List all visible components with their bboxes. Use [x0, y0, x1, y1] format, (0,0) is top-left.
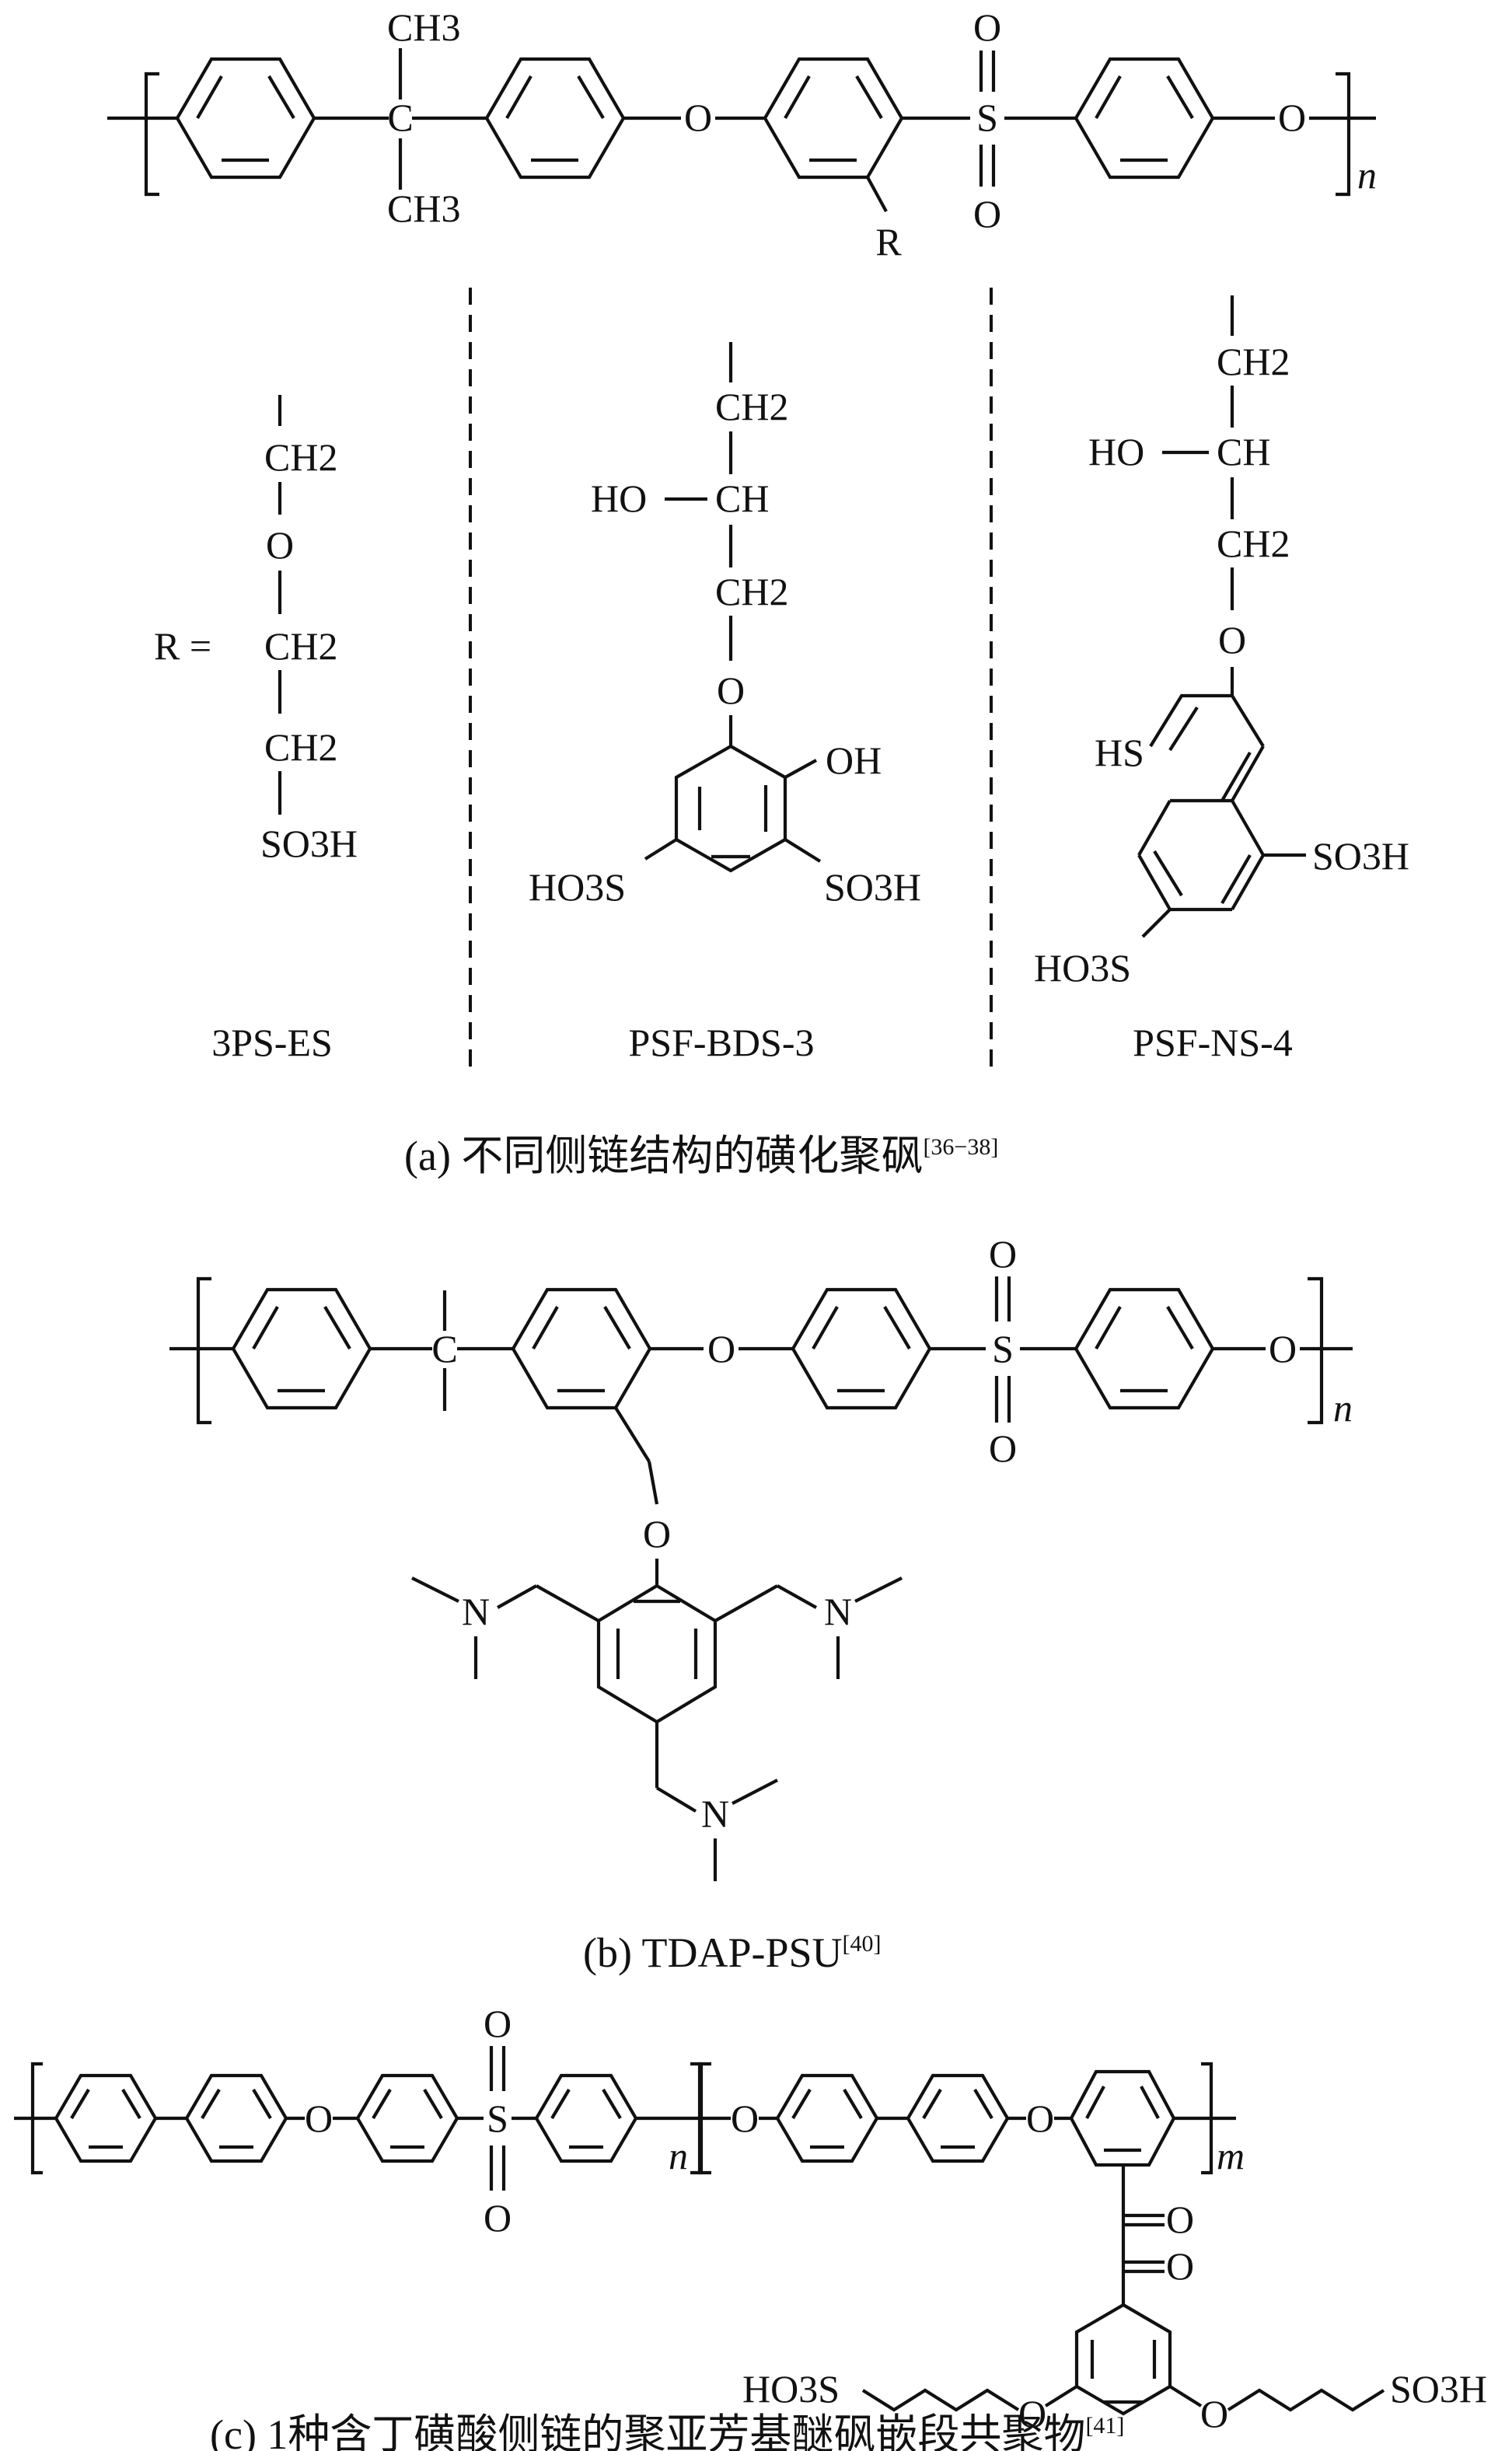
- b-benzyl-oxygen: O: [643, 1512, 671, 1555]
- sulfonyl-oxygen-top: O: [973, 5, 1001, 49]
- chain-ch2-2: CH2: [264, 624, 337, 668]
- isopropylidene-carbon: C: [387, 96, 413, 139]
- bds-hydroxyl: HO: [591, 477, 647, 520]
- caption-b: (b) TDAP-PSU[40]: [583, 1929, 882, 1976]
- c-sulfonyl-oxygen-top: O: [484, 2002, 512, 2045]
- side-chain-3ps-es: R = CH2 O CH2 CH2 SO3H 3PS-ES: [154, 395, 358, 1064]
- label-psf-ns-4: PSF-NS-4: [1133, 1021, 1293, 1064]
- ns-sulfonate-right: SO3H: [1312, 834, 1409, 878]
- chain-ch2-1: CH2: [264, 435, 337, 479]
- bds-sulfonate-right: SO3H: [824, 865, 921, 909]
- bds-phenol-oh: OH: [826, 738, 882, 782]
- c-sulfonyl-sulfur: S: [487, 2097, 508, 2140]
- ns-thiol: HS: [1095, 731, 1144, 774]
- r-equals-label: R =: [154, 624, 211, 668]
- caption-a: (a) 不同侧链结构的磺化聚砜[36−38]: [404, 1133, 998, 1179]
- c-sulfonyl-oxygen-bottom: O: [484, 2196, 512, 2240]
- bds-ch2-top: CH2: [715, 385, 788, 428]
- b-amine-left: N: [462, 1590, 490, 1633]
- c-ketone-oxygen-2: O: [1166, 2244, 1194, 2288]
- panel-a: C CH3 CH3 O R S O O: [107, 5, 1409, 1179]
- c-repeat-index-n: n: [669, 2134, 688, 2177]
- bds-ch2-bottom: CH2: [715, 570, 788, 613]
- c-sulfonate-left: HO3S: [742, 2367, 840, 2411]
- c-ether-oxygen-2: O: [731, 2097, 759, 2140]
- ns-ether-oxygen: O: [1218, 618, 1246, 662]
- sulfonyl-oxygen-bottom: O: [973, 192, 1001, 236]
- ns-ch: CH: [1217, 430, 1270, 473]
- ns-hydroxyl: HO: [1088, 430, 1144, 473]
- label-3ps-es: 3PS-ES: [211, 1021, 333, 1064]
- b-sulfonyl-oxygen-top: O: [989, 1232, 1017, 1276]
- chain-oxygen: O: [266, 523, 294, 567]
- ns-ch2-bottom: CH2: [1217, 522, 1290, 565]
- c-ether-oxygen-1: O: [305, 2097, 333, 2140]
- bds-ch: CH: [715, 477, 769, 520]
- b-ether-oxygen-2: O: [1269, 1327, 1297, 1370]
- chain-ch2-3: CH2: [264, 725, 337, 769]
- panel-b: C O S O O O n O: [169, 1232, 1353, 1976]
- substituent-r: R: [875, 220, 902, 264]
- label-psf-bds-3: PSF-BDS-3: [629, 1021, 815, 1064]
- b-sulfonyl-oxygen-bottom: O: [989, 1426, 1017, 1470]
- c-ketone-oxygen-1: O: [1166, 2198, 1194, 2241]
- c-ether-oxygen-right: O: [1200, 2392, 1228, 2435]
- sulfonyl-sulfur: S: [976, 96, 998, 139]
- chain-sulfonic-acid: SO3H: [260, 822, 358, 865]
- b-amine-bottom: N: [701, 1792, 729, 1835]
- caption-c: (c) 1种含丁磺酸侧链的聚亚芳基醚砜嵌段共聚物[41]: [210, 2411, 1124, 2451]
- b-amine-right: N: [824, 1590, 852, 1633]
- methyl-top: CH3: [387, 5, 460, 49]
- panel-a-backbone: C CH3 CH3 O R S O O: [107, 5, 1377, 264]
- bds-ether-oxygen: O: [717, 669, 745, 712]
- side-chain-psf-ns-4: CH2 HO CH CH2 O HS SO3H: [1034, 295, 1409, 1064]
- c-ether-oxygen-left: O: [1018, 2392, 1046, 2435]
- ether-oxygen-2: O: [1278, 96, 1306, 139]
- b-ether-oxygen-1: O: [707, 1327, 735, 1370]
- repeat-index-n: n: [1357, 153, 1377, 197]
- ether-oxygen-1: O: [684, 96, 712, 139]
- side-chain-psf-bds-3: CH2 HO CH CH2 O OH HO3S SO3H PSF-BDS-3: [529, 342, 921, 1064]
- c-repeat-index-m: m: [1217, 2134, 1245, 2177]
- bds-sulfonate-left: HO3S: [529, 865, 626, 909]
- panel-c: O S O O n O: [14, 2002, 1487, 2451]
- c-ether-oxygen-3: O: [1026, 2097, 1054, 2140]
- ns-sulfonate-left: HO3S: [1034, 946, 1131, 990]
- b-repeat-index-n: n: [1333, 1386, 1353, 1430]
- ns-ch2-top: CH2: [1217, 340, 1290, 383]
- c-sulfonate-right: SO3H: [1390, 2367, 1487, 2411]
- b-sulfonyl-sulfur: S: [992, 1327, 1014, 1370]
- b-carbon: C: [431, 1327, 457, 1370]
- methyl-bottom: CH3: [387, 187, 460, 230]
